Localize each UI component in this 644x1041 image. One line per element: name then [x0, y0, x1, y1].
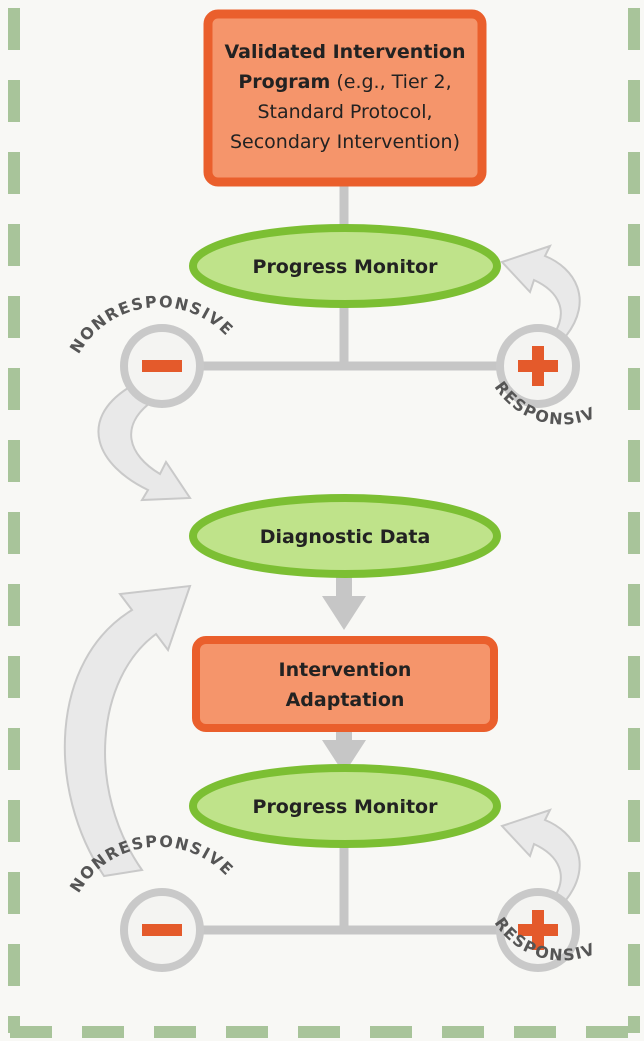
diagnostic-data-label: Diagnostic Data — [260, 526, 431, 548]
intervention-adaptation-box: Intervention Adaptation — [192, 636, 498, 732]
diagnostic-data-oval: Diagnostic Data — [189, 494, 501, 578]
program-title-line2: Program — [238, 71, 330, 93]
curved-arrow-responsive-to-monitor1 — [500, 244, 581, 338]
program-title-line1: Validated Intervention — [224, 41, 465, 63]
progress-monitor-oval-2: Progress Monitor — [189, 764, 501, 848]
responsive-circle-1 — [496, 324, 580, 408]
program-box: Validated Intervention Program (e.g., Ti… — [203, 9, 487, 187]
program-title-line2-rest: (e.g., Tier 2, — [330, 71, 451, 93]
dashed-border — [8, 8, 640, 1038]
nonresponsive-circle-2 — [120, 888, 204, 972]
responsive-circle-2 — [496, 888, 580, 972]
nonresponsive-circle-1 — [120, 324, 204, 408]
program-title-line3: Standard Protocol, — [257, 101, 432, 123]
svg-text:Program (e.g., Tier 2,: Program (e.g., Tier 2, — [238, 71, 451, 93]
plus-sign-icon — [518, 910, 558, 950]
connectors — [159, 177, 541, 935]
progress-monitor-oval-1: Progress Monitor — [189, 224, 501, 308]
curved-arrow-nonresponsive2-to-diagnostic — [63, 584, 192, 878]
progress-monitor-2-label: Progress Monitor — [253, 796, 439, 818]
curved-arrow-nonresponsive-to-diagnostic — [97, 386, 192, 502]
svg-text:Validated Intervention: Validated Intervention — [224, 41, 465, 63]
intervention-adaptation-line1: Intervention — [279, 659, 412, 681]
minus-sign-icon — [142, 360, 182, 372]
program-title-line4: Secondary Intervention) — [230, 131, 460, 153]
curved-arrow-responsive-to-monitor2 — [500, 808, 581, 902]
minus-sign-icon — [142, 924, 182, 936]
plus-sign-icon — [518, 346, 558, 386]
intervention-adaptation-line2: Adaptation — [286, 689, 405, 711]
progress-monitor-1-label: Progress Monitor — [253, 256, 439, 278]
